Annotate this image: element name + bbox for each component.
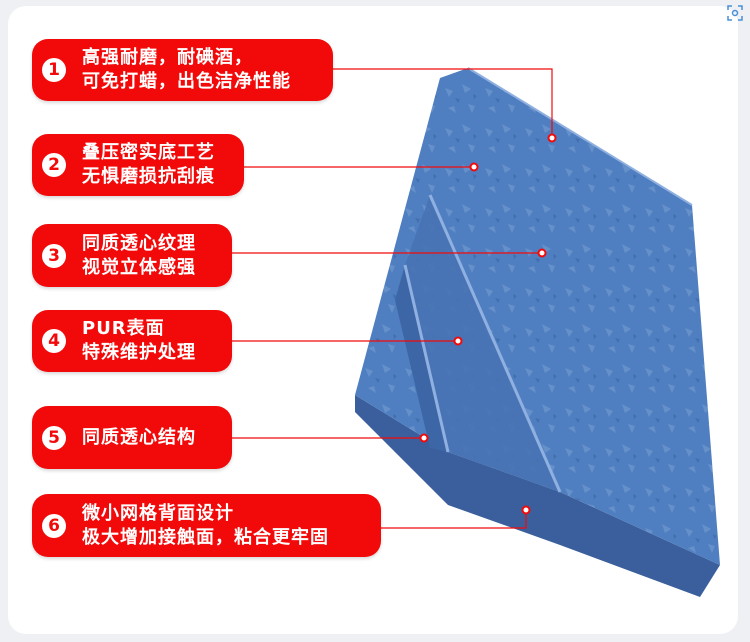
feature-text: 极大增加接触面，粘合更牢固 xyxy=(82,526,329,548)
feature-label-4: 4 PUR表面特殊维护处理 xyxy=(32,310,232,372)
feature-text: 叠压密实底工艺 xyxy=(82,142,215,163)
number-badge: 4 xyxy=(42,329,66,353)
feature-text: 同质透心结构 xyxy=(82,426,196,448)
callout-dots xyxy=(419,133,557,515)
callout-lines xyxy=(232,68,553,529)
feature-text: 无惧磨损抗刮痕 xyxy=(82,166,215,187)
feature-text: 可免打蜡，出色洁净性能 xyxy=(82,71,291,92)
feature-text: 视觉立体感强 xyxy=(82,256,196,278)
feature-text: 同质透心纹理 xyxy=(82,232,196,254)
feature-text: 高强耐磨，耐碘酒， xyxy=(82,47,253,68)
feature-text: PUR表面 xyxy=(82,318,165,339)
scan-image-icon[interactable] xyxy=(724,2,746,24)
feature-label-2: 2 叠压密实底工艺无惧磨损抗刮痕 xyxy=(32,134,244,196)
number-badge: 1 xyxy=(42,58,66,82)
feature-label-5: 5 同质透心结构 xyxy=(32,406,232,469)
number-badge: 6 xyxy=(42,513,66,538)
feature-label-1: 1 高强耐磨，耐碘酒， 可免打蜡，出色洁净性能 xyxy=(32,39,333,101)
slab-side-face xyxy=(355,395,720,597)
number-badge: 5 xyxy=(42,425,66,450)
slab-layer-inner xyxy=(395,265,448,452)
feature-label-3: 3 同质透心纹理视觉立体感强 xyxy=(32,224,232,287)
feature-text: 微小网格背面设计 xyxy=(82,502,234,524)
number-badge: 2 xyxy=(42,153,66,177)
number-badge: 3 xyxy=(42,243,66,268)
slab-layer-cut xyxy=(405,195,560,492)
feature-label-6: 6 微小网格背面设计极大增加接触面，粘合更牢固 xyxy=(32,494,381,557)
feature-text: 特殊维护处理 xyxy=(82,342,196,363)
